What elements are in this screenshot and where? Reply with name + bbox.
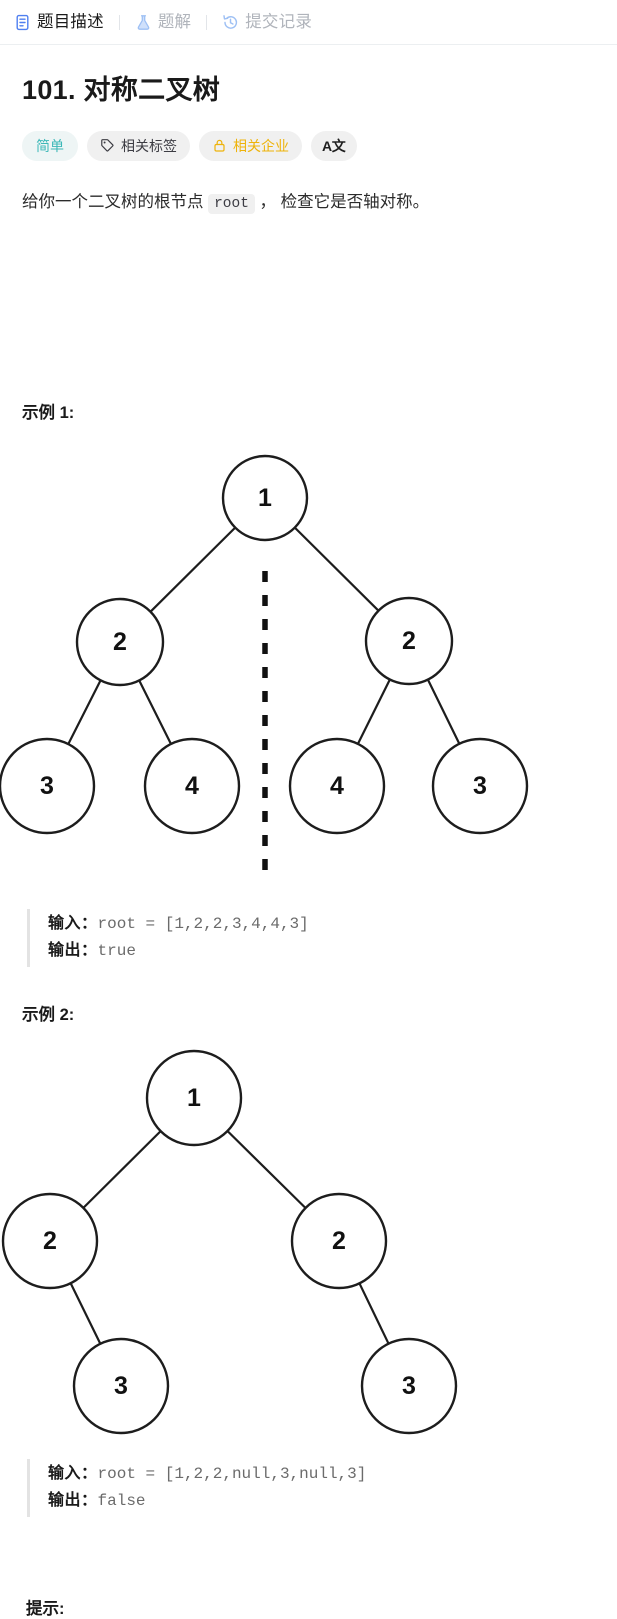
example-1-input-line: 输入：root = [1,2,2,3,4,4,3] [48, 911, 587, 938]
tab-description-label: 题目描述 [37, 12, 104, 31]
tree-node-label: 2 [43, 1227, 57, 1255]
tree-node-circle [290, 1192, 388, 1290]
constraints-heading-wrap: 提示: [22, 1595, 65, 1619]
flask-icon [135, 14, 152, 31]
tree-node-circle [360, 1337, 458, 1435]
tree-edge [358, 1282, 390, 1345]
example-1-output-value: true [97, 941, 136, 960]
badge-row: 简单 相关标签 相关企业 A文 [22, 130, 599, 161]
related-companies-button[interactable]: 相关企业 [199, 130, 302, 161]
tab-submissions[interactable]: 提交记录 [220, 0, 314, 45]
tree-edge [138, 679, 173, 746]
tree-node: 2 [364, 596, 454, 686]
tree-node-label: 2 [402, 627, 416, 655]
translate-icon: A文 [322, 137, 346, 154]
lock-icon [212, 138, 227, 153]
example-1-input-label: 输入： [48, 915, 98, 932]
example-1-io-block: 输入：root = [1,2,2,3,4,4,3] 输出：true [27, 909, 587, 967]
language-toggle-button[interactable]: A文 [311, 130, 357, 161]
status-badge-difficulty[interactable]: 简单 [22, 130, 78, 161]
example-2-heading: 示例 2: [22, 1006, 75, 1024]
tree-node-circle [72, 1337, 170, 1435]
binary-tree-symmetric: 1 2 2 3 4 4 3 [0, 454, 529, 879]
related-tags-button[interactable]: 相关标签 [87, 130, 190, 161]
tree-node-circle [364, 596, 454, 686]
tree-edge [149, 526, 237, 613]
example-1-heading: 示例 1: [22, 404, 75, 422]
example-1-heading-wrap: 示例 1: [18, 399, 74, 423]
document-icon [14, 14, 31, 31]
tree-node-circle [75, 597, 165, 687]
tag-icon [100, 138, 115, 153]
tree-node: 2 [75, 597, 165, 687]
tree-node-circle [431, 737, 529, 835]
tree-node: 1 [221, 454, 309, 542]
tree-node-label: 3 [114, 1372, 128, 1400]
tree-node-label: 1 [187, 1084, 201, 1112]
tree-node: 4 [143, 737, 241, 835]
tree-edge [426, 678, 461, 745]
example-2-input-value: root = [1,2,2,null,3,null,3] [97, 1465, 367, 1483]
inline-code-root: root [208, 193, 255, 214]
page-title: 101. 对称二叉树 [22, 75, 221, 105]
example-2-io-block: 输入：root = [1,2,2,null,3,null,3] 输出：false [27, 1459, 607, 1517]
history-icon [222, 14, 239, 31]
tab-separator [206, 14, 208, 30]
example-2-output-value: false [97, 1491, 146, 1510]
tree-node-circle [0, 737, 96, 835]
tree-edge [67, 679, 102, 746]
tree-node-label: 3 [402, 1372, 416, 1400]
description-text-before: 给你一个二叉树的根节点 [22, 192, 209, 211]
tree-node-circle [143, 737, 241, 835]
tab-bar: 题目描述 题解 提交记录 [0, 0, 617, 45]
tree-node-label: 4 [330, 772, 344, 800]
tree-node-label: 3 [40, 772, 54, 800]
tree-edge [82, 1130, 162, 1209]
description-text-after: ， 检查它是否轴对称。 [254, 192, 430, 211]
tree-node-label: 3 [473, 772, 487, 800]
tree-edge [356, 678, 391, 746]
tab-submissions-label: 提交记录 [245, 12, 313, 31]
tab-separator [118, 14, 120, 30]
example-1-output-line: 输出：true [48, 938, 587, 965]
tab-solution-label: 题解 [157, 12, 192, 31]
tree-node-label: 1 [258, 484, 272, 512]
problem-content: 101. 对称二叉树 简单 相关标签 相关企业 A [0, 74, 617, 1618]
example-1-output-label: 输出： [48, 941, 98, 959]
example-2-tree-diagram: 1 2 2 3 3 [0, 1034, 599, 1444]
tree-node: 3 [431, 737, 529, 835]
problem-description: 给你一个二叉树的根节点 root ， 检查它是否轴对称。 [22, 188, 599, 217]
tree-edge [293, 526, 380, 612]
binary-tree-asymmetric: 1 2 2 3 3 [1, 1049, 458, 1435]
example-1-tree-diagram: 1 2 2 3 4 4 3 [0, 384, 599, 904]
tree-node: 3 [360, 1337, 458, 1435]
tree-node: 2 [290, 1192, 388, 1290]
tree-node: 1 [145, 1049, 243, 1147]
tree-node-circle [1, 1192, 99, 1290]
constraints-heading: 提示: [26, 1600, 65, 1618]
tree-node-label: 2 [332, 1227, 346, 1255]
example-2-heading-wrap: 示例 2: [18, 1001, 74, 1025]
example-2-input-line: 输入：root = [1,2,2,null,3,null,3] [48, 1461, 607, 1488]
tab-solution[interactable]: 题解 [133, 0, 193, 45]
tree-node-circle [221, 454, 309, 542]
example-1-input-value: root = [1,2,2,3,4,4,3] [97, 915, 309, 933]
example-2-output-line: 输出：false [48, 1488, 607, 1515]
tree-edge [69, 1282, 102, 1345]
tree-node: 2 [1, 1192, 99, 1290]
tree-node: 4 [288, 737, 386, 835]
example-2-input-label: 输入： [48, 1465, 98, 1482]
tree-node-circle [145, 1049, 243, 1147]
tab-description[interactable]: 题目描述 [12, 0, 106, 45]
tree-node-label: 4 [185, 772, 199, 800]
tree-edge [226, 1129, 307, 1210]
related-companies-label: 相关企业 [233, 137, 289, 154]
tree-node-circle [288, 737, 386, 835]
related-tags-label: 相关标签 [121, 137, 177, 154]
difficulty-label: 简单 [36, 137, 64, 154]
tree-node: 3 [0, 737, 96, 835]
example-2-output-label: 输出： [48, 1491, 98, 1509]
tree-node: 3 [72, 1337, 170, 1435]
tree-node-label: 2 [113, 628, 127, 656]
